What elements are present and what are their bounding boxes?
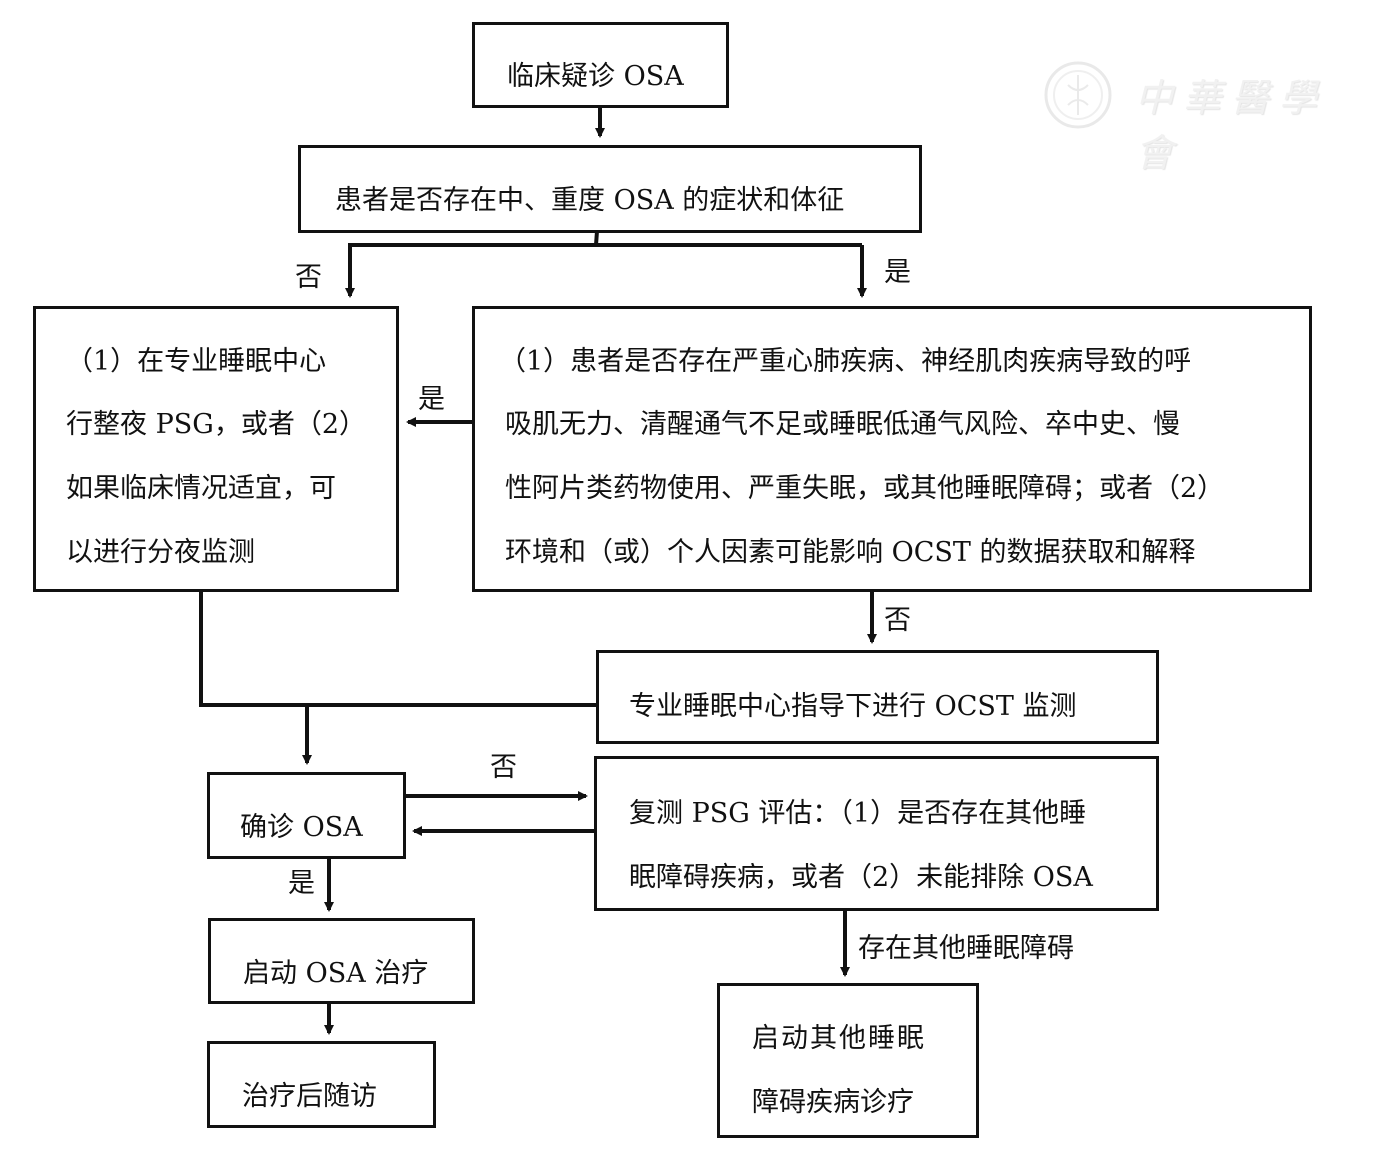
node-retest: 复测 PSG 评估：（1）是否存在其他睡 眠障碍疾病，或者（2）未能排除 OSA xyxy=(594,756,1159,911)
node-retest-line: 眠障碍疾病，或者（2）未能排除 OSA xyxy=(629,862,1093,893)
label-confirm-no: 否 xyxy=(490,752,517,783)
node-followup: 治疗后随访 xyxy=(207,1041,436,1128)
node-psg-lab: （1）在专业睡眠中心 行整夜 PSG，或者（2） 如果临床情况适宜，可 以进行分… xyxy=(33,306,399,592)
watermark: 中華醫學會 xyxy=(1040,55,1340,175)
node-psg-lab-line: 以进行分夜监测 xyxy=(66,537,255,568)
node-comorbid-question: （1）患者是否存在严重心肺疾病、神经肌肉疾病导致的呼 吸肌无力、清醒通气不足或睡… xyxy=(472,306,1312,592)
label-symptoms-no: 否 xyxy=(295,262,322,293)
node-confirm: 确诊 OSA xyxy=(207,772,406,859)
node-confirm-text: 确诊 OSA xyxy=(240,812,363,843)
node-psg-lab-line: 行整夜 PSG，或者（2） xyxy=(66,409,366,440)
label-symptoms-yes: 是 xyxy=(884,257,911,288)
node-ocst: 专业睡眠中心指导下进行 OCST 监测 xyxy=(596,650,1159,744)
watermark-text: 中華醫學會 xyxy=(1135,76,1328,175)
node-followup-text: 治疗后随访 xyxy=(242,1081,377,1112)
node-comorbid-line: 环境和（或）个人因素可能影响 OCST 的数据获取和解释 xyxy=(505,537,1196,568)
label-comorbid-no: 否 xyxy=(884,605,911,636)
node-start-text: 临床疑诊 OSA xyxy=(507,61,684,92)
node-symptom-question-text: 患者是否存在中、重度 OSA 的症状和体征 xyxy=(335,185,845,216)
node-start-treatment: 启动 OSA 治疗 xyxy=(208,918,475,1004)
node-other-dx: 启动其他睡眠 障碍疾病诊疗 xyxy=(717,983,979,1138)
node-comorbid-line: 吸肌无力、清醒通气不足或睡眠低通气风险、卒中史、慢 xyxy=(505,409,1180,440)
label-other-sleep-disorder: 存在其他睡眠障碍 xyxy=(858,933,1074,964)
node-other-dx-line: 启动其他睡眠 xyxy=(752,1023,926,1054)
node-start: 临床疑诊 OSA xyxy=(472,22,729,108)
node-psg-lab-line: 如果临床情况适宜，可 xyxy=(66,473,336,504)
emblem-icon xyxy=(1044,61,1112,129)
node-other-dx-line: 障碍疾病诊疗 xyxy=(752,1087,914,1118)
node-psg-lab-line: （1）在专业睡眠中心 xyxy=(66,346,327,377)
label-comorbid-yes: 是 xyxy=(418,384,445,415)
node-symptom-question: 患者是否存在中、重度 OSA 的症状和体征 xyxy=(298,145,922,233)
node-ocst-text: 专业睡眠中心指导下进行 OCST 监测 xyxy=(629,691,1077,722)
node-retest-line: 复测 PSG 评估：（1）是否存在其他睡 xyxy=(629,798,1087,829)
node-start-treatment-text: 启动 OSA 治疗 xyxy=(243,958,429,989)
label-confirm-yes: 是 xyxy=(288,868,315,899)
node-comorbid-line: （1）患者是否存在严重心肺疾病、神经肌肉疾病导致的呼 xyxy=(499,346,1192,377)
edge-question-stem xyxy=(594,230,599,246)
node-comorbid-line: 性阿片类药物使用、严重失眠，或其他睡眠障碍；或者（2） xyxy=(505,473,1225,504)
